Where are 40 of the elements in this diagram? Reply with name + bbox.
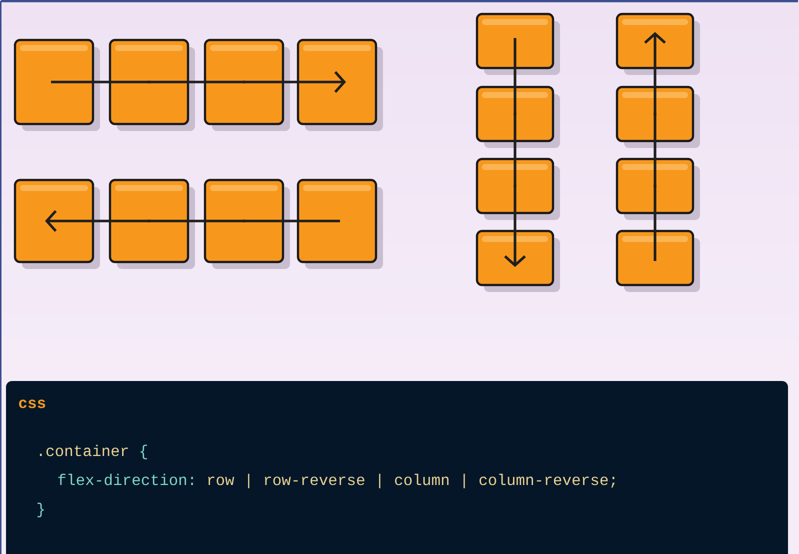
- code-text: }: [37, 502, 44, 518]
- code-text: |: [379, 474, 380, 488]
- connector-line: [242, 220, 340, 222]
- code-text: |: [248, 474, 250, 488]
- box: [476, 230, 560, 292]
- box: [14, 38, 100, 131]
- code-text: row: [208, 476, 234, 486]
- box: [204, 38, 290, 131]
- code-text: column-reverse;: [480, 474, 615, 488]
- connector-line: [654, 184, 656, 261]
- box: [616, 12, 700, 75]
- box: [296, 178, 383, 269]
- connector-line: [148, 80, 246, 84]
- code-text: .container: [40, 444, 128, 456]
- code-text: {: [140, 444, 147, 460]
- box: [616, 230, 700, 292]
- box: [14, 178, 100, 269]
- box: [108, 38, 195, 131]
- connector-line: [514, 112, 516, 188]
- box: [296, 38, 383, 131]
- box: [616, 86, 700, 148]
- connector-line: [148, 220, 246, 222]
- connector-line: [51, 80, 150, 84]
- arrow: [644, 32, 666, 116]
- code-text: row-reverse: [264, 476, 364, 486]
- code-text: column: [395, 474, 448, 486]
- box: [476, 158, 560, 220]
- box: [476, 86, 560, 148]
- connector-line: [654, 112, 656, 188]
- arrow: [504, 184, 526, 267]
- connector-line: [514, 38, 516, 116]
- code-text: css: [19, 400, 46, 408]
- box: [476, 12, 560, 75]
- box: [616, 158, 700, 220]
- arrow: [242, 71, 346, 93]
- code-text: |: [464, 474, 465, 488]
- box: [204, 178, 290, 269]
- arrow: [45, 210, 150, 232]
- code-text: flex-direction:: [58, 474, 193, 486]
- box: [108, 178, 195, 269]
